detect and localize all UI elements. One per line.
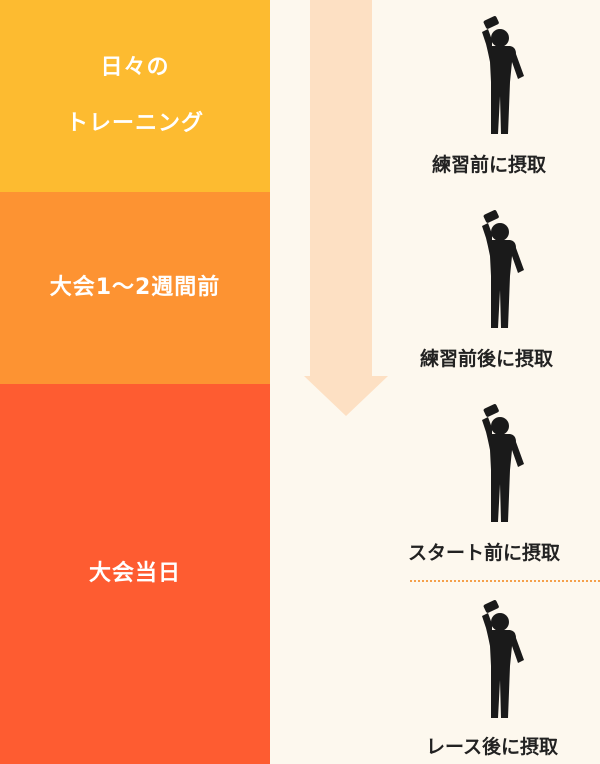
person-drinking-icon — [482, 210, 524, 328]
stage-1-2-weeks-before: 大会1〜2週間前 — [0, 192, 270, 384]
timing-column — [270, 0, 600, 764]
stage-label: 大会当日 — [88, 561, 181, 586]
stage-race-day: 大会当日 — [0, 384, 270, 764]
timing-label: スタート前に摂取 — [408, 542, 561, 564]
stage-daily-training: 日々の トレーニング — [0, 0, 270, 192]
timing-label: 練習前に摂取 — [432, 154, 547, 176]
person-drinking-icon — [482, 404, 524, 522]
timing-label: レース後に摂取 — [426, 736, 559, 758]
person-drinking-icon — [482, 16, 524, 134]
person-drinking-icon — [482, 600, 524, 718]
stage-label: 大会1〜2週間前 — [49, 275, 221, 300]
timing-label: 練習前後に摂取 — [420, 348, 554, 370]
stage-column: 日々の トレーニング 大会1〜2週間前 大会当日 — [0, 0, 270, 764]
dotted-divider — [410, 580, 600, 582]
down-arrow-icon — [304, 0, 388, 416]
stage-label: 日々の トレーニング — [65, 55, 204, 136]
